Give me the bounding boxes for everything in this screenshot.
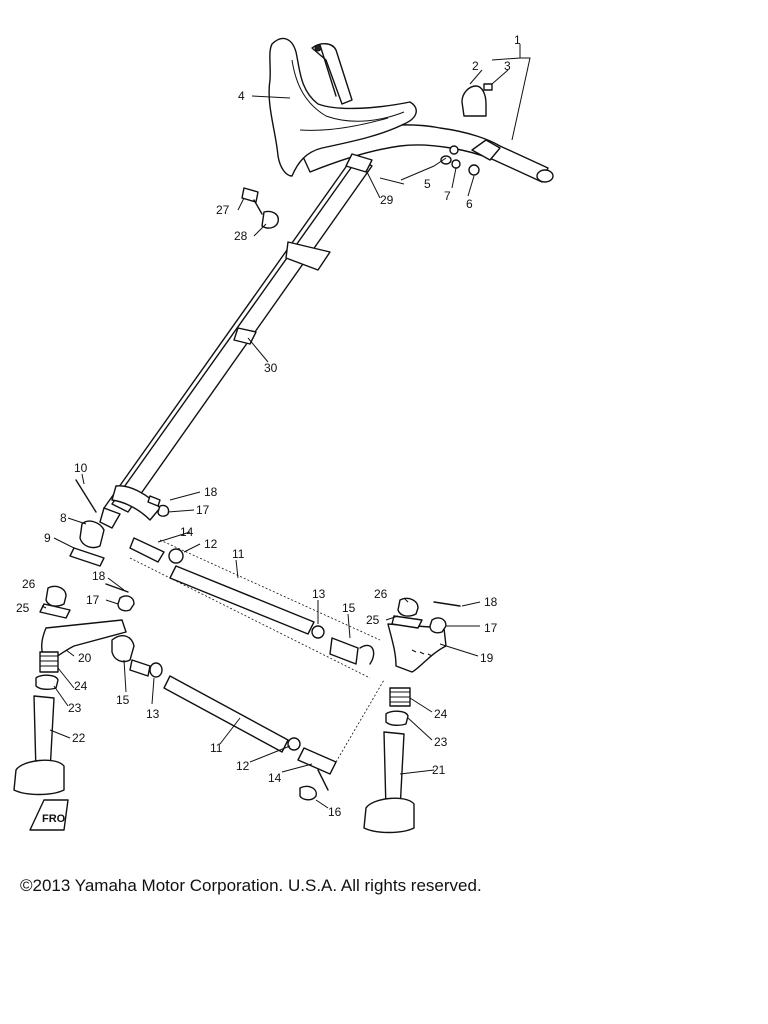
part-label-10: 10 [74, 461, 88, 475]
part-label-23-left: 23 [68, 701, 82, 715]
part-label-26-left: 26 [22, 577, 36, 591]
part-label-12-lower: 12 [236, 759, 250, 773]
part-label-14-lower: 14 [268, 771, 282, 785]
column-clamp-bolt [241, 187, 279, 229]
part-label-1: 1 [514, 33, 521, 47]
part-labels: 1 2 3 4 5 6 7 8 9 10 11 11 12 12 13 13 1… [16, 33, 521, 819]
part-label-24-left: 24 [74, 679, 88, 693]
handlebar-hardware [440, 145, 480, 176]
part-label-18-right: 18 [484, 595, 498, 609]
steering-column [99, 157, 373, 529]
part-label-18-left: 18 [92, 569, 106, 583]
part-label-26-right: 26 [374, 587, 388, 601]
part-label-20: 20 [78, 651, 92, 665]
part-label-27: 27 [216, 203, 230, 217]
part-label-17-left: 17 [86, 593, 100, 607]
part-label-9: 9 [44, 531, 51, 545]
part-label-25-right: 25 [366, 613, 380, 627]
part-label-8: 8 [60, 511, 67, 525]
right-spindle-assembly [363, 597, 461, 834]
part-label-2: 2 [472, 59, 479, 73]
part-label-6: 6 [466, 197, 473, 211]
part-label-21: 21 [432, 763, 446, 777]
part-label-11-lower: 11 [210, 741, 223, 755]
part-label-30: 30 [264, 361, 278, 375]
part-label-25-left: 25 [16, 601, 30, 615]
part-label-13-upper: 13 [312, 587, 326, 601]
handlebar-pad [268, 37, 417, 177]
left-spindle-assembly [13, 583, 135, 796]
part-label-15-right: 15 [342, 601, 356, 615]
leader-lines [41, 44, 531, 809]
steering-assembly-diagram: FRO [13, 33, 554, 834]
part-label-18-column: 18 [204, 485, 218, 499]
part-label-12-upper: 12 [204, 537, 218, 551]
part-label-19: 19 [480, 651, 494, 665]
copyright-notice: ©2013 Yamaha Motor Corporation. U.S.A. A… [20, 876, 482, 895]
part-label-24-right: 24 [434, 707, 448, 721]
part-label-5: 5 [424, 177, 431, 191]
part-label-13-lower: 13 [146, 707, 160, 721]
grip-parts [461, 83, 493, 117]
part-label-4: 4 [238, 89, 245, 103]
part-label-15-left: 15 [116, 693, 130, 707]
part-label-28: 28 [234, 229, 248, 243]
part-label-16: 16 [328, 805, 342, 819]
part-label-11-upper: 11 [232, 547, 245, 561]
part-label-23-right: 23 [434, 735, 448, 749]
front-marker-text: FRO [42, 813, 66, 825]
front-marker: FRO [29, 799, 69, 831]
bolt-16 [299, 769, 329, 801]
part-label-22: 22 [72, 731, 86, 745]
part-label-3: 3 [504, 59, 511, 73]
part-label-7: 7 [444, 189, 451, 203]
tie-rod-upper [129, 537, 381, 679]
tie-rod-lower [111, 635, 385, 775]
part-label-29: 29 [380, 193, 394, 207]
column-collar [345, 153, 373, 173]
pitman-arm-parts [69, 479, 170, 567]
part-label-17-right: 17 [484, 621, 498, 635]
part-label-17-column: 17 [196, 503, 210, 517]
part-label-14-upper: 14 [180, 525, 194, 539]
